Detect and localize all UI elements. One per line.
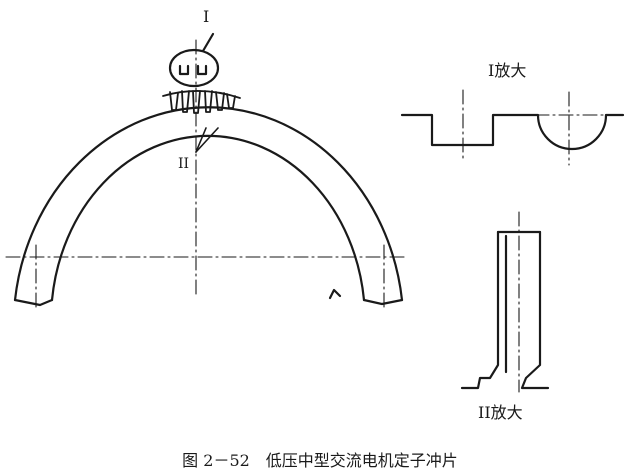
figure-caption: 图 2－52 低压中型交流电机定子冲片 [182,451,458,470]
inner-arc [50,134,366,302]
detail-I-notch-small [178,64,190,76]
detail-I-callout [168,32,220,88]
slot [169,91,179,111]
detail-II-callout [195,127,219,153]
detail-I-title: I放大 [488,61,526,80]
detail-II-leader [195,127,207,153]
detail-II-right-wall [520,230,550,390]
slot [204,90,213,113]
left-foot-edge [13,298,54,307]
slot [181,90,190,113]
stator-slots [162,90,241,114]
detail-I-notch-small [196,64,208,76]
inner-notch [328,288,342,300]
marker-I-label: I [203,7,209,26]
detail-I-leader [201,32,215,53]
detail-I-profile [400,113,625,151]
slot [215,91,225,111]
marker-II-label: II [178,156,189,172]
main-lamination-view [13,106,404,307]
outer-arc [13,106,404,302]
detail-II-profile [460,230,550,390]
detail-II-leader [195,127,219,153]
detail-II-title: II放大 [478,403,523,422]
slot-base-arc [162,90,241,99]
detail-I-circle [168,48,220,88]
detail-I-outline [400,113,625,151]
right-foot-edge [362,298,404,306]
slot [226,93,236,109]
detail-II-left-wall [460,230,500,390]
